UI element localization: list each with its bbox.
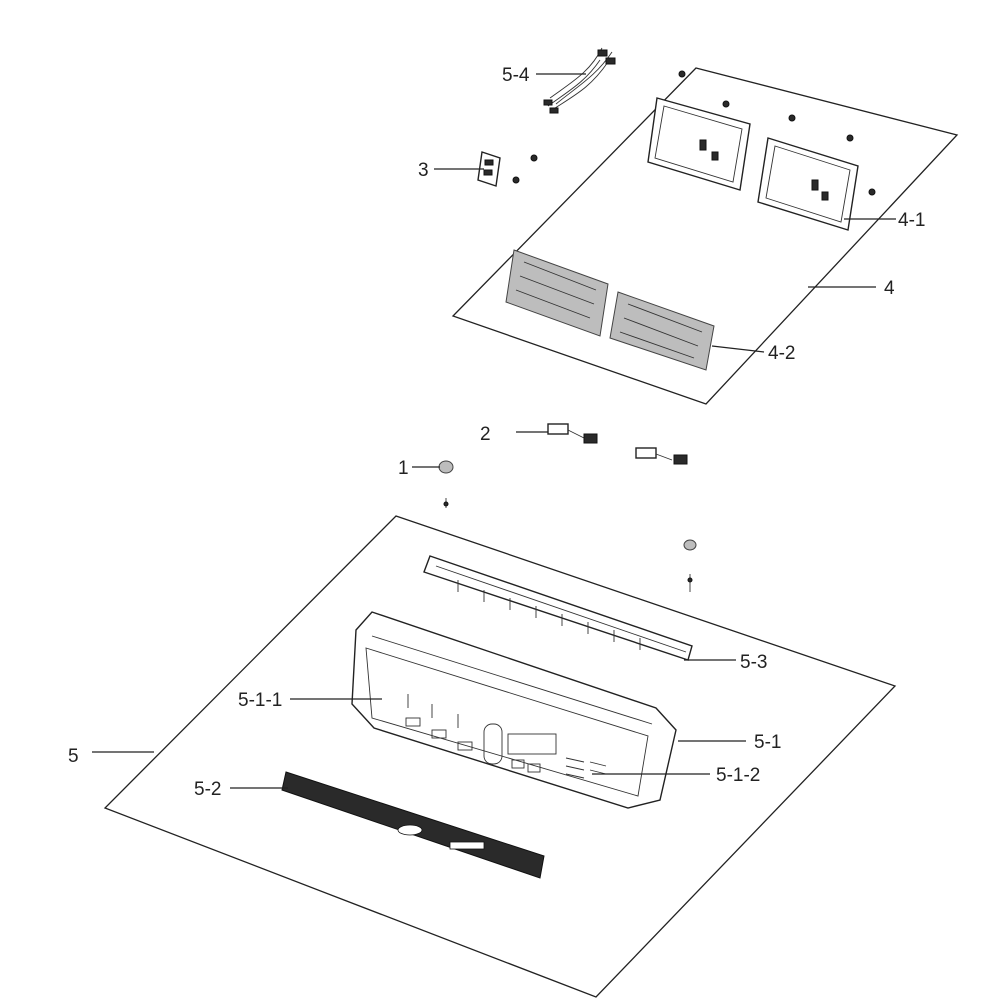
- callout-4-2: 4-2: [768, 343, 795, 364]
- callout-5-1: 5-1: [754, 732, 781, 753]
- callout-labels: 5-4 3 4-1 4 4-2 2 1 5-3 5-1-1 5-1 5-1-2 …: [68, 65, 925, 800]
- callout-5-3: 5-3: [740, 652, 767, 673]
- bracket-part-3: [477, 151, 538, 187]
- connector-part-2: [547, 423, 688, 465]
- callout-5-1-1: 5-1-1: [238, 690, 282, 711]
- leader-lines: [92, 73, 896, 789]
- callout-5: 5: [68, 746, 79, 767]
- callout-4-1: 4-1: [898, 210, 925, 231]
- pcb-frame-part-4-1: [647, 70, 876, 231]
- assembly-plate-5: [103, 515, 897, 998]
- callout-2: 2: [480, 424, 491, 445]
- callout-1: 1: [398, 458, 409, 479]
- wire-harness-part: [543, 47, 616, 114]
- callout-5-4: 5-4: [502, 65, 530, 86]
- knob-part-1: [438, 460, 697, 592]
- leader-4-2: [711, 345, 765, 353]
- callout-3: 3: [418, 160, 429, 181]
- control-panel-part-5-1: [351, 611, 677, 809]
- circuit-board-part-4-2: [505, 249, 715, 371]
- assembly-plate-4: [451, 67, 959, 405]
- callout-5-2: 5-2: [194, 779, 221, 800]
- callout-4: 4: [884, 278, 895, 299]
- callout-5-1-2: 5-1-2: [716, 765, 760, 786]
- front-trim-part-5-2: [281, 771, 545, 879]
